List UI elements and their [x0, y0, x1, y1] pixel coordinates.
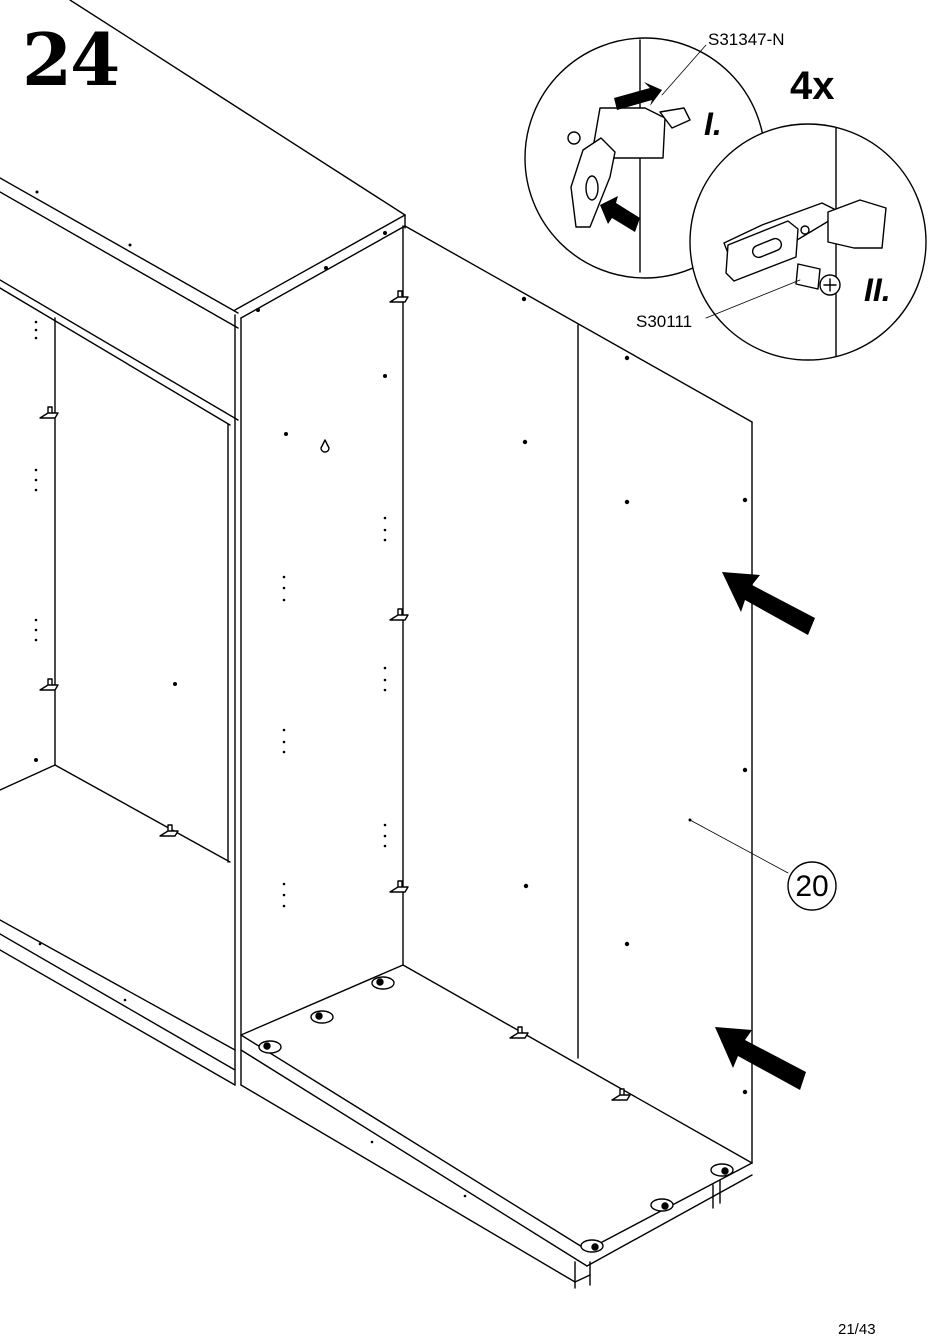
hole-dots — [34, 191, 747, 1198]
part-20-leader — [690, 820, 788, 873]
part-code-top: S31347-N — [708, 31, 785, 48]
detail-circle-2 — [690, 124, 926, 360]
substep-1-label: I. — [704, 108, 722, 140]
right-cabinet — [241, 226, 752, 1288]
part-number-label: 20 — [785, 872, 839, 902]
shelf-pins — [40, 291, 630, 1100]
substep-2-label: II. — [864, 274, 891, 306]
quantity-label: 4x — [790, 66, 835, 106]
step-number: 24 — [22, 24, 118, 96]
page-number: 21/43 — [838, 1322, 876, 1337]
push-arrows — [715, 572, 815, 1090]
part-code-bottom: S30111 — [636, 313, 692, 330]
keyhole-icon — [321, 440, 329, 452]
left-cabinet — [0, 0, 405, 1085]
